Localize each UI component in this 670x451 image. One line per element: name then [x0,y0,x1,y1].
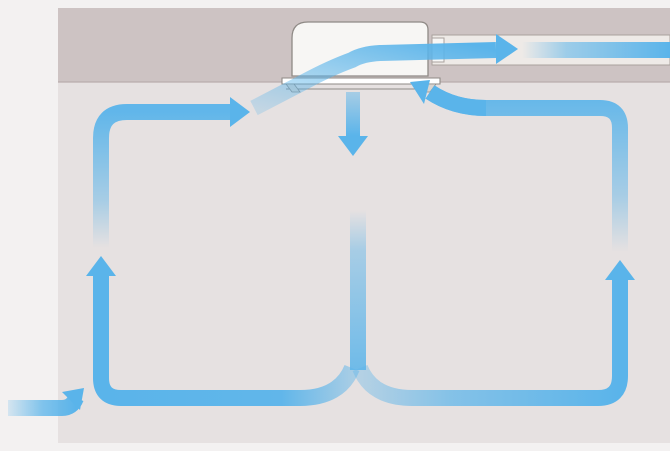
intake-arrow-left-head [62,388,84,410]
right-loop-return-shaft [425,85,487,116]
left-loop-upper-path [93,104,232,248]
right-loop-return-arrow-head [410,80,430,104]
left-loop-up-arrow-head [86,256,116,276]
left-loop-right-arrow-head [230,97,250,127]
unit-through-arrow-head [496,34,518,64]
right-loop-bottom-path [352,280,628,406]
outlet-down-arrow-shaft [346,92,360,136]
unit-through-arrow-shaft [250,42,497,116]
outlet-down-arrow-head [338,136,368,156]
right-loop-up-arrow-head [605,260,635,280]
left-loop-bottom-path [93,272,360,406]
center-downdraft [350,210,366,370]
exhaust-duct-arrow [522,42,670,58]
